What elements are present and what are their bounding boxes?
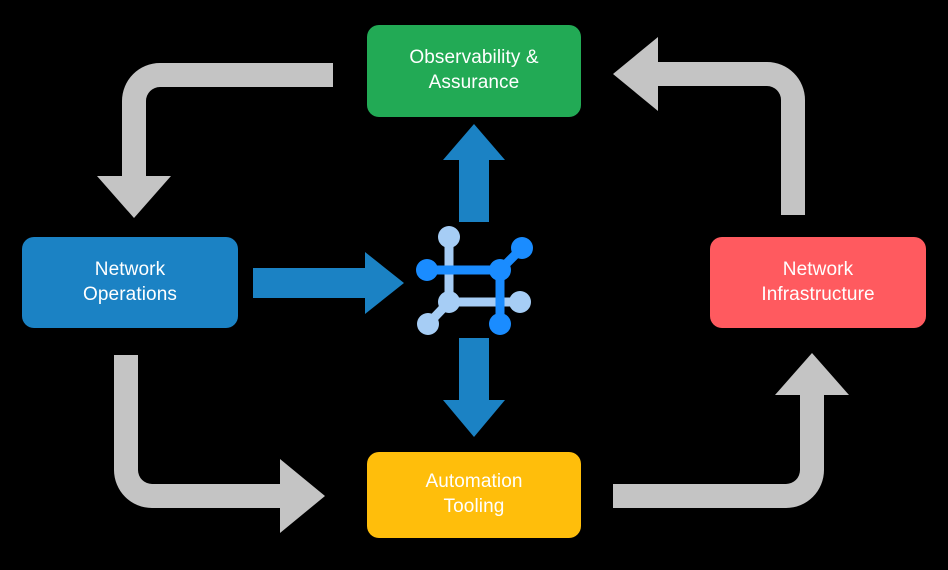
node-box-observability[interactable]: Observability & Assurance xyxy=(367,25,581,117)
network-mesh-nodes xyxy=(416,226,533,335)
node-label-observability: Observability & Assurance xyxy=(409,47,539,93)
node-label-automation-tooling: Automation Tooling xyxy=(425,471,523,517)
flow-arrow-center-to-automation xyxy=(443,338,505,437)
network-mesh-icon-svg xyxy=(416,226,533,335)
cycle-arrow-automation-to-infrastructure xyxy=(613,353,849,508)
flow-arrow-operations-to-center xyxy=(253,252,404,314)
node-box-automation-tooling[interactable]: Automation Tooling xyxy=(367,452,581,538)
cycle-arrow-operations-to-automation xyxy=(114,355,325,533)
cycle-arrow-infrastructure-to-observability xyxy=(613,37,805,215)
network-mesh-icon xyxy=(412,218,540,342)
node-box-network-operations[interactable]: Network Operations xyxy=(22,237,238,328)
node-label-network-infrastructure: Network Infrastructure xyxy=(761,258,875,305)
node-box-network-infrastructure[interactable]: Network Infrastructure xyxy=(710,237,926,328)
flow-arrow-center-to-observability xyxy=(443,124,505,222)
cycle-arrow-observability-to-operations xyxy=(97,63,333,218)
node-label-network-operations: Network Operations xyxy=(83,258,177,305)
